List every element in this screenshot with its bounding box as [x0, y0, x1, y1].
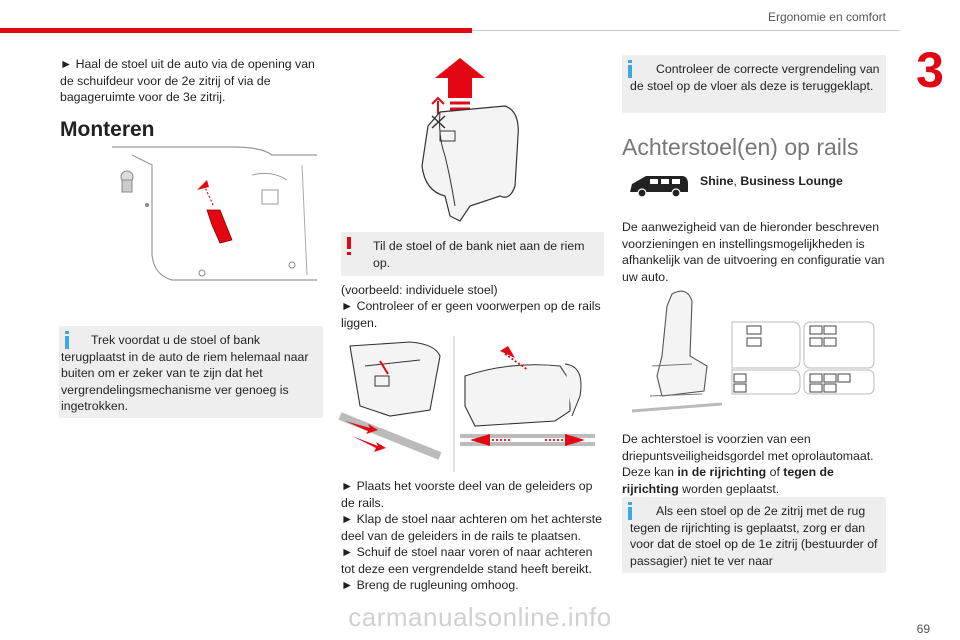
example-note: (voorbeeld: individuele stoel) — [341, 283, 498, 297]
info-box-belt: Trek voordat u de stoel of bank terugpla… — [59, 326, 323, 418]
step-slide-lock: ► Schuif de stoel naar voren of naar ach… — [341, 545, 593, 576]
header-red-rule — [0, 28, 472, 33]
version-shine: Shine — [700, 174, 734, 188]
info-box-lock: Controleer de correcte vergrendeling van… — [622, 55, 886, 113]
page-number: 69 — [916, 622, 930, 636]
info-icon — [65, 331, 69, 349]
step-place-front: ► Plaats het voorste deel van de geleide… — [341, 479, 593, 510]
availability-text: De aanwezigheid van de hieronder beschre… — [622, 220, 885, 284]
belt-text-part-2: of — [766, 465, 784, 479]
lift-seat-illustration — [421, 58, 519, 222]
version-business-lounge: Business Lounge — [740, 174, 843, 188]
belt-rearward: tegen de rijrichting — [622, 465, 834, 496]
heading-rails: Achterstoel(en) op rails — [622, 134, 859, 160]
chapter-number: 3 — [916, 42, 944, 98]
mount-illustration — [112, 146, 317, 281]
step-fold-back: ► Klap de stoel naar achteren om het ach… — [341, 512, 602, 543]
belt-text: De achterstoel is voorzien van een driep… — [622, 431, 886, 497]
header-grey-rule — [472, 30, 900, 31]
warning-box: Til de stoel of de bank niet aan de riem… — [341, 232, 604, 276]
heading-monteren: Monteren — [60, 118, 155, 141]
info-text-belt: Trek voordat u de stoel of bank terugpla… — [61, 333, 309, 413]
belt-text-part-1: De achterstoel is voorzien van een driep… — [622, 432, 874, 479]
step-check-rails: ► Controleer of er geen voorwerpen op de… — [341, 299, 601, 330]
info-text-lock: Controleer de correcte vergrendeling van… — [630, 62, 880, 93]
belt-forward: in de rijrichting — [677, 465, 767, 479]
watermark: carmanualsonline.info — [348, 602, 612, 632]
info-box-rear-facing: Als een stoel op de 2e zitrij met de rug… — [622, 497, 886, 573]
rail-installation-illustration — [338, 336, 595, 472]
info-text-rear-facing: Als een stoel op de 2e zitrij met de rug… — [630, 504, 878, 568]
warning-icon — [347, 237, 351, 255]
info-icon — [628, 502, 632, 520]
van-icon — [630, 176, 688, 198]
version-separator: , — [733, 174, 741, 188]
seat-configuration-illustration — [631, 290, 875, 413]
warning-text: Til de stoel of de bank niet aan de riem… — [373, 239, 585, 270]
intro-step: ► Haal de stoel uit de auto via de openi… — [60, 57, 315, 104]
section-title: Ergonomie en comfort — [767, 10, 886, 24]
step-raise-backrest: ► Breng de rugleuning omhoog. — [341, 578, 519, 592]
version-label: Shine, Business Lounge — [700, 173, 880, 190]
info-icon — [628, 60, 632, 78]
belt-text-part-3: worden geplaatst. — [678, 481, 780, 496]
